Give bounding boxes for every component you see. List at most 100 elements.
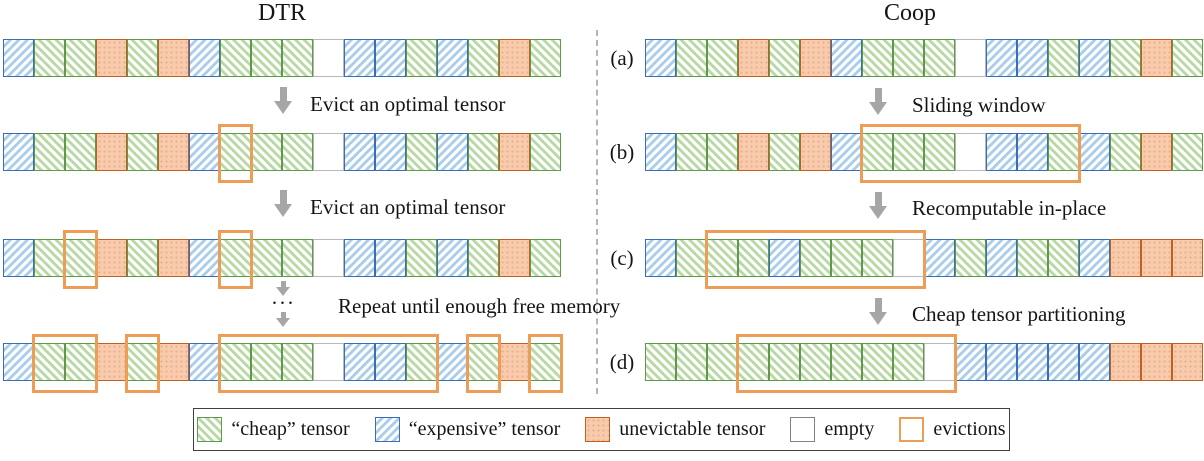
dtr-step2-caption: Evict an optimal tensor: [310, 195, 506, 219]
coop-row-label: (b): [609, 140, 635, 164]
cell-cheap-tensor: [251, 39, 282, 77]
down-arrow-icon: [274, 87, 292, 114]
cell-expensive-tensor: [344, 133, 375, 171]
cell-cheap-tensor: [34, 239, 65, 277]
cell-unevictable-tensor: [1141, 133, 1172, 171]
coop-row-label: (c): [610, 246, 634, 270]
cell-unevictable-tensor: [499, 39, 530, 77]
cell-cheap-tensor: [127, 239, 158, 277]
cell-cheap-tensor: [924, 39, 955, 77]
cheap-swatch: [197, 417, 223, 442]
cell-cheap-tensor: [34, 39, 65, 77]
cell-expensive-tensor: [437, 239, 468, 277]
cell-cheap-tensor: [645, 343, 676, 381]
dtr-step1-caption: Evict an optimal tensor: [310, 92, 506, 116]
cell-expensive-tensor: [375, 39, 406, 77]
cell-cheap-tensor: [1172, 133, 1203, 171]
cell-expensive-tensor: [3, 343, 34, 381]
unevictable-swatch: [585, 417, 611, 442]
cell-cheap-tensor: [1110, 133, 1141, 171]
cell-cheap-tensor: [530, 39, 561, 77]
coop-step1-caption: Sliding window: [912, 93, 1046, 117]
legend-label: “expensive” tensor: [408, 418, 561, 440]
eviction-outline: [736, 334, 957, 393]
cell-cheap-tensor: [251, 133, 282, 171]
cell-unevictable-tensor: [499, 239, 530, 277]
cell-unevictable-tensor: [499, 133, 530, 171]
eviction-outline: [466, 334, 501, 393]
cell-unevictable-tensor: [96, 39, 127, 77]
coop-row-label: (d): [609, 350, 635, 374]
legend-item-expensive: “expensive” tensor: [374, 417, 561, 442]
cell-expensive-tensor: [831, 133, 862, 171]
cell-expensive-tensor: [344, 343, 375, 381]
eviction-outline: [218, 230, 253, 289]
cell-cheap-tensor: [1172, 39, 1203, 77]
cell-cheap-tensor: [676, 239, 707, 277]
cell-cheap-tensor: [282, 133, 313, 171]
eviction-outline: [218, 124, 253, 183]
cell-unevictable-tensor: [1141, 239, 1172, 277]
cell-cheap-tensor: [862, 39, 893, 77]
cell-cheap-tensor: [1110, 39, 1141, 77]
cell-expensive-tensor: [986, 133, 1017, 171]
legend-item-cheap: “cheap” tensor: [197, 417, 350, 442]
cell-unevictable-tensor: [96, 239, 127, 277]
cell-unevictable-tensor: [1110, 343, 1141, 381]
cell-expensive-tensor: [769, 239, 800, 277]
cell-cheap-tensor: [707, 133, 738, 171]
cell-cheap-tensor: [831, 343, 862, 381]
cell-expensive-tensor: [3, 133, 34, 171]
coop-title: Coop: [883, 0, 936, 26]
cell-cheap-tensor: [65, 133, 96, 171]
cell-unevictable-tensor: [738, 133, 769, 171]
cell-cheap-tensor: [1048, 39, 1079, 77]
legend-label: unevictable tensor: [619, 418, 766, 440]
cell-expensive-tensor: [375, 343, 406, 381]
cell-cheap-tensor: [406, 39, 437, 77]
eviction-outline: [705, 230, 926, 289]
cell-unevictable-tensor: [1141, 343, 1172, 381]
cell-cheap-tensor: [34, 133, 65, 171]
cell-cheap-tensor: [769, 39, 800, 77]
cell-unevictable-tensor: [1110, 239, 1141, 277]
cell-cheap-tensor: [800, 343, 831, 381]
legend-label: empty: [824, 418, 875, 440]
cell-expensive-tensor: [1017, 39, 1048, 77]
cell-expensive-tensor: [1017, 133, 1048, 171]
cell-expensive-tensor: [645, 239, 676, 277]
cell-cheap-tensor: [468, 39, 499, 77]
cell-expensive-tensor: [645, 133, 676, 171]
cell-expensive-tensor: [375, 133, 406, 171]
cell-cheap-tensor: [676, 343, 707, 381]
cell-expensive-tensor: [189, 343, 220, 381]
cell-unevictable-tensor: [800, 133, 831, 171]
cell-unevictable-tensor: [158, 343, 189, 381]
cell-expensive-tensor: [831, 39, 862, 77]
cell-cheap-tensor: [406, 133, 437, 171]
cell-cheap-tensor: [406, 343, 437, 381]
cell-cheap-tensor: [1048, 133, 1079, 171]
cell-cheap-tensor: [707, 39, 738, 77]
evictions-swatch: [899, 417, 925, 442]
cell-expensive-tensor: [1079, 343, 1110, 381]
cell-cheap-tensor: [406, 239, 437, 277]
cell-expensive-tensor: [189, 39, 220, 77]
cell-expensive-tensor: [1079, 239, 1110, 277]
cell-cheap-tensor: [251, 239, 282, 277]
cell-empty: [313, 239, 344, 277]
down-arrow-icon: [276, 312, 290, 327]
cell-cheap-tensor: [893, 133, 924, 171]
cell-cheap-tensor: [530, 133, 561, 171]
eviction-outline: [860, 124, 1081, 183]
cell-cheap-tensor: [65, 39, 96, 77]
cell-expensive-tensor: [1017, 343, 1048, 381]
cell-empty: [955, 39, 986, 77]
cell-cheap-tensor: [707, 343, 738, 381]
cell-expensive-tensor: [375, 239, 406, 277]
eviction-outline: [32, 334, 98, 393]
cell-cheap-tensor: [1048, 239, 1079, 277]
cell-cheap-tensor: [220, 39, 251, 77]
down-arrow-icon: [869, 88, 887, 115]
